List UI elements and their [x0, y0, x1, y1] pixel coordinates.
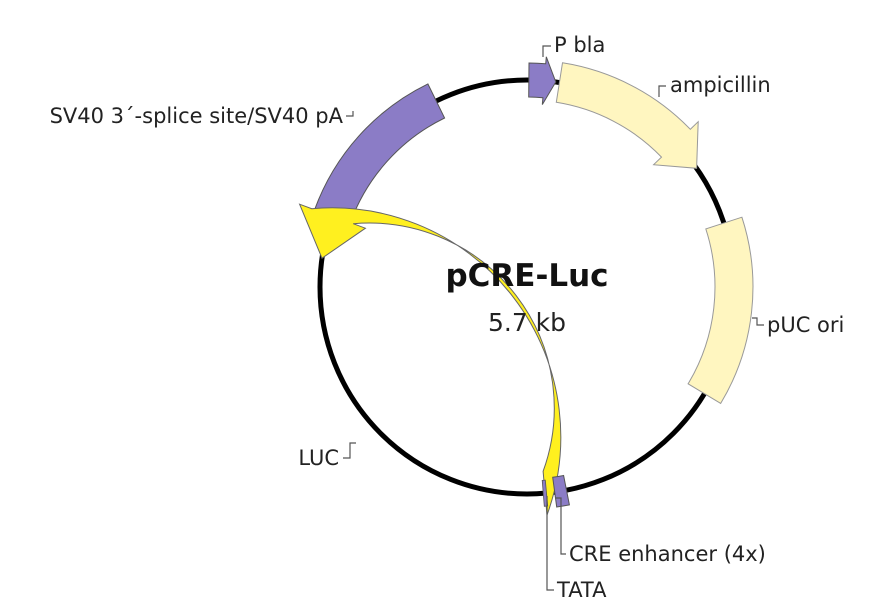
label-puc-ori: pUC ori — [767, 313, 844, 337]
leader-puc-ori — [752, 317, 764, 326]
leader-p-bla — [542, 45, 551, 57]
feature-sv40 — [313, 83, 446, 224]
feature-ampicillin — [555, 62, 699, 169]
label-p-bla: P bla — [554, 33, 605, 57]
label-tata: TATA — [556, 578, 607, 602]
feature-puc-ori — [687, 216, 754, 405]
leader-sv40 — [346, 111, 354, 117]
label-sv40: SV40 3´-splice site/SV40 pA — [50, 104, 344, 128]
leader-luc — [343, 442, 356, 459]
label-ampicillin: ampicillin — [670, 73, 771, 97]
leader-cre-enhancer — [556, 497, 566, 555]
feature-cre-enhancer — [552, 474, 570, 508]
label-luc: LUC — [298, 446, 339, 470]
leader-ampicillin — [658, 85, 666, 97]
leader-tata — [546, 496, 554, 591]
plasmid-name: pCRE-Luc — [445, 258, 608, 294]
label-cre-enhancer: CRE enhancer (4x) — [569, 542, 766, 566]
feature-p-bla — [528, 56, 557, 105]
feature-luc — [298, 203, 562, 516]
plasmid-size: 5.7 kb — [488, 308, 566, 337]
